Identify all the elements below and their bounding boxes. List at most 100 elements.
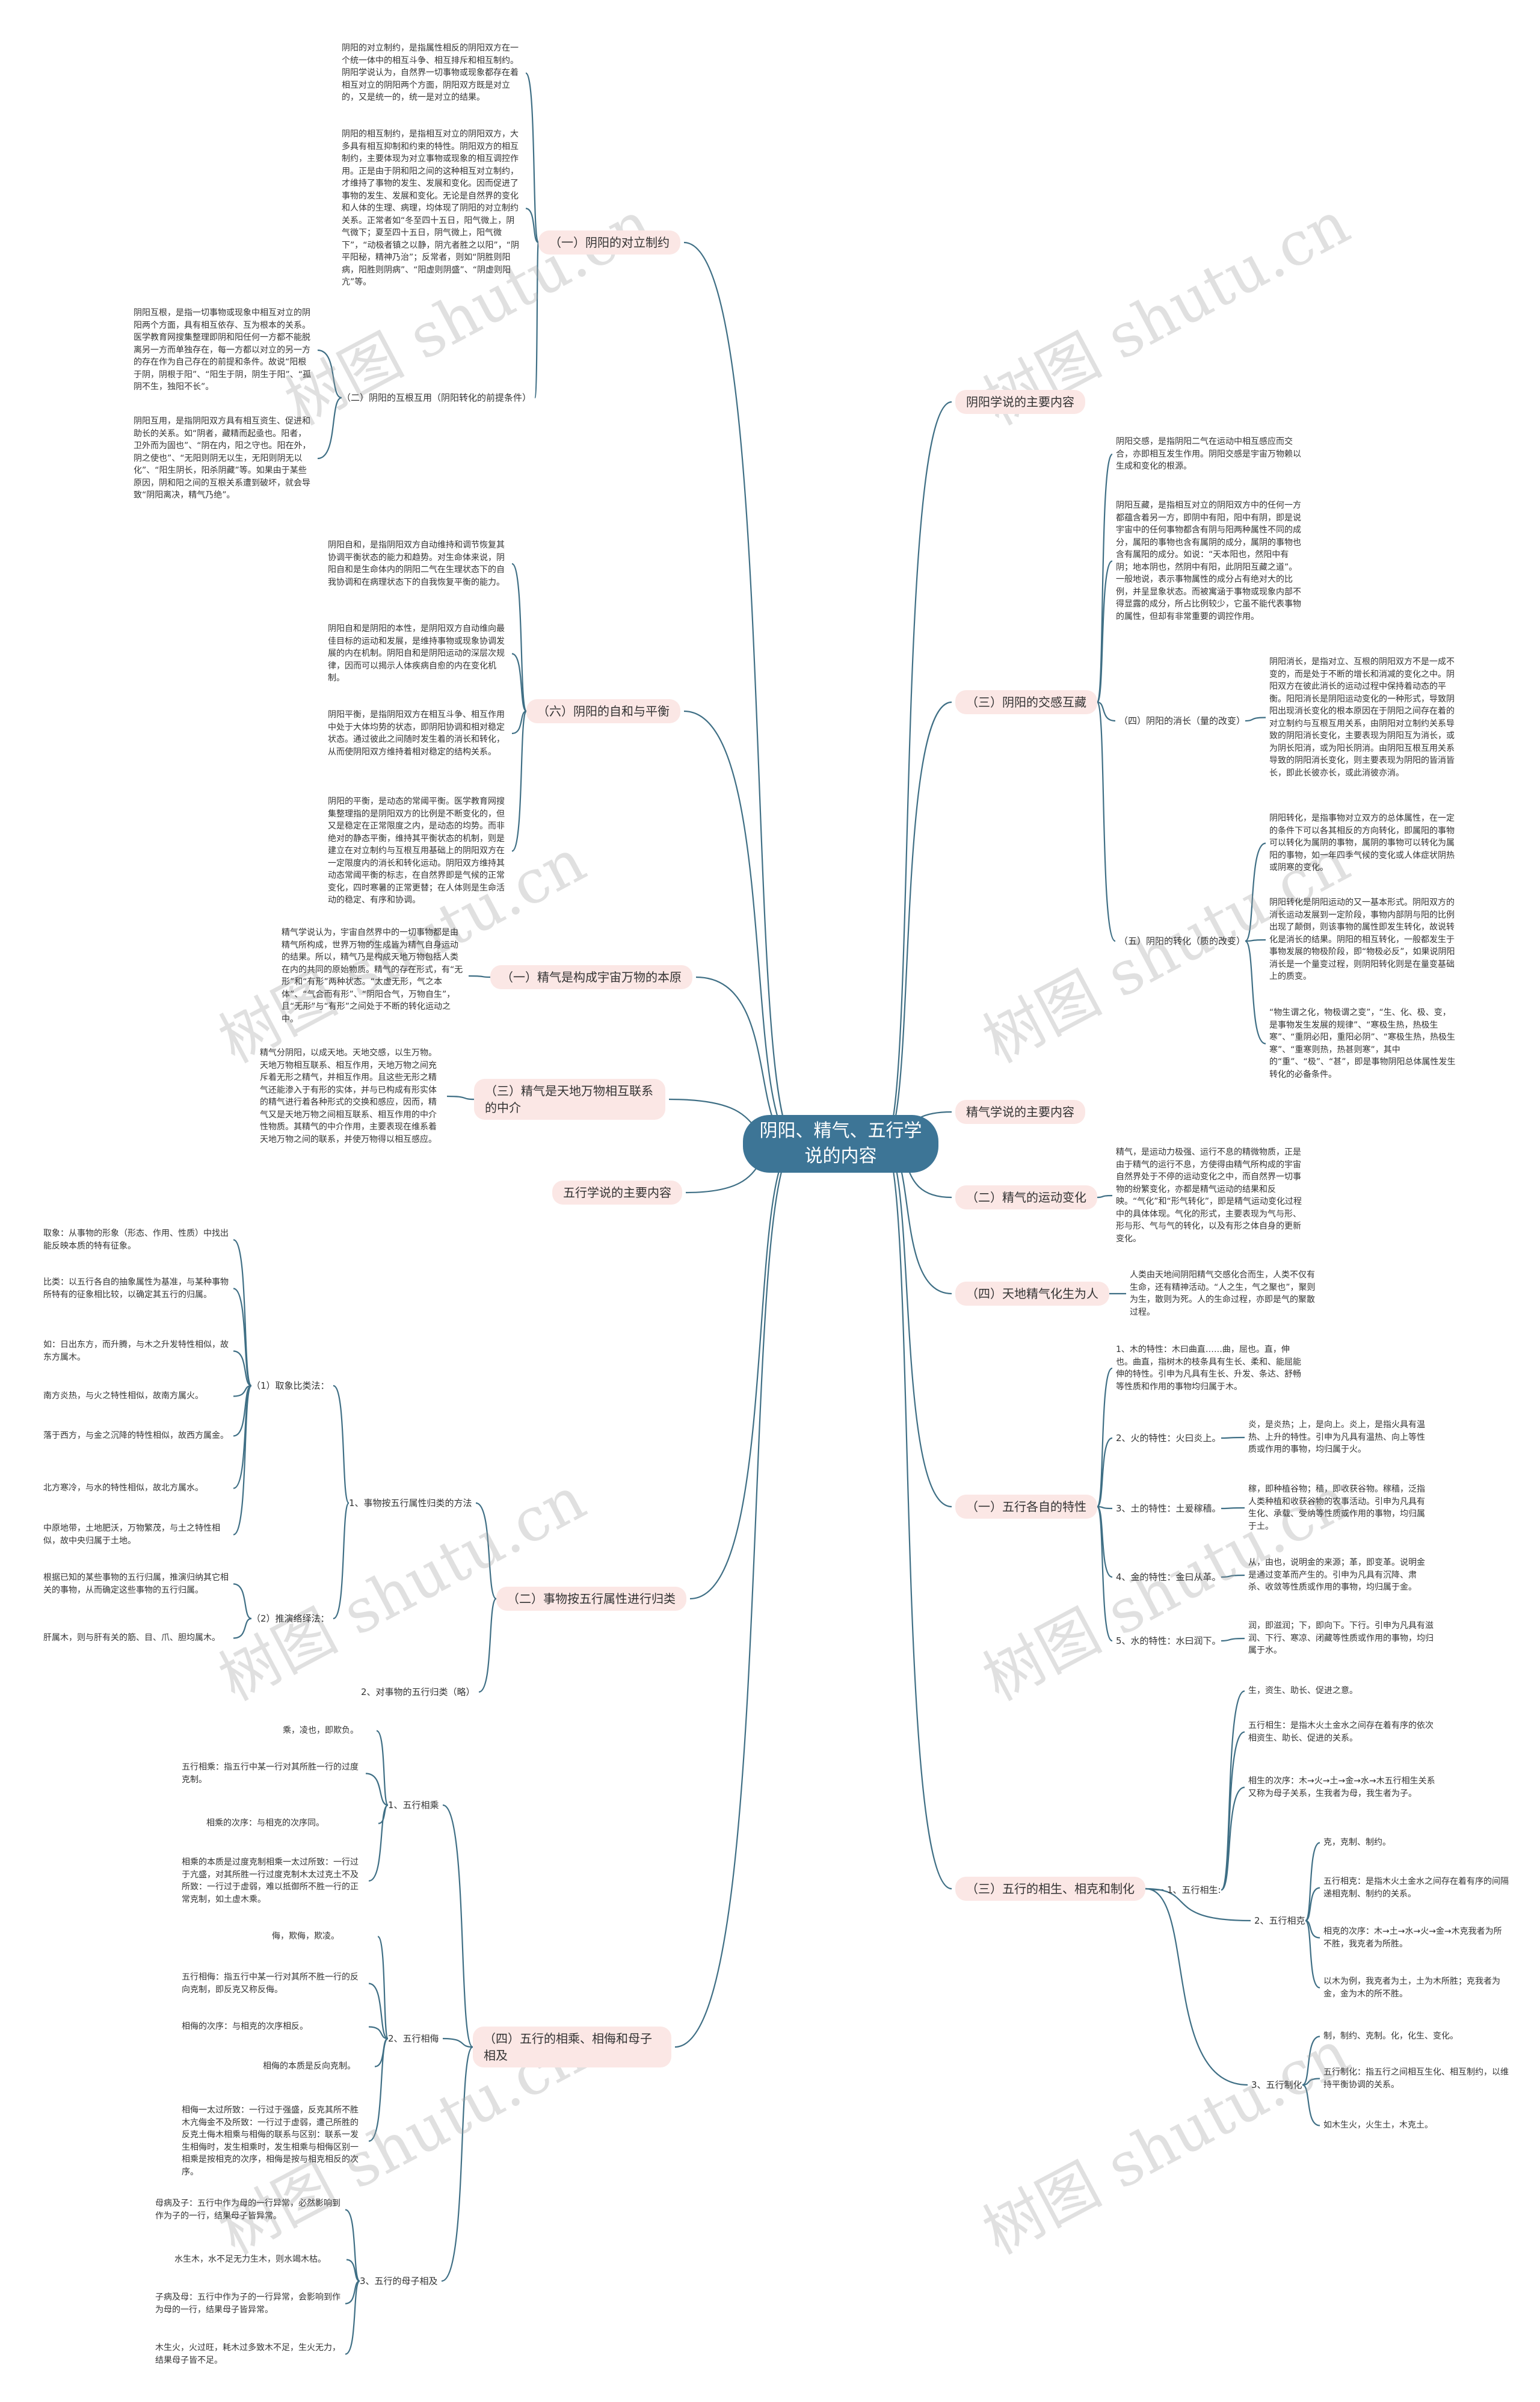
sub-xiangwu[interactable]: 2、五行相侮 (388, 2033, 439, 2044)
sub-mu[interactable]: 1、木的特性：木曰曲直……曲，屈也。直，伸也。曲直，指树木的枝条具有生长、柔和、… (1116, 1345, 1301, 1392)
sub-hugen[interactable]: （二）阴阳的互根互用（阴阳转化的前提条件） (342, 392, 532, 403)
text-qx-6: 北方寒冷，与水的特性相似，故北方属水。 (43, 1483, 203, 1493)
text-zihe-4: 阴阳的平衡，是动态的常阈平衡。医学教育网搜集整理指的是阴阳双方的比例是不断变化的… (328, 797, 505, 905)
text-duili-1: 阴阳的对立制约，是指属性相反的阴阳双方在一个统一体中的相互斗争、相互排斥和相互制… (342, 43, 519, 102)
connector-line (1145, 1888, 1251, 1922)
connector-line (233, 1288, 253, 1387)
text-tianren-1: 人类由天地间阴阳精气交感化合而生，人类不仅有生命，还有精神活动。“人之生，气之聚… (1130, 1270, 1316, 1317)
connector-line (1096, 1367, 1113, 1508)
text-ty-2: 肝属木，则与肝有关的筋、目、爪、胆均属木。 (43, 1633, 220, 1643)
connector-line (1096, 701, 1116, 942)
sub-shui[interactable]: 5、水的特性：水曰润下。 (1116, 1635, 1221, 1646)
connector-line (1097, 701, 1116, 722)
connector-line (1096, 453, 1113, 703)
sub-quxiang[interactable]: （1）取象比类法： (251, 1380, 330, 1391)
sub-muzi[interactable]: 3、五行的母子相及 (360, 2276, 438, 2286)
branch-jq-zhongjie[interactable]: （三）精气是天地万物相互联系的中介 (474, 1079, 665, 1120)
text-zh-1: 制，制约、克制。化，化生、变化。 (1323, 2031, 1458, 2041)
sub-xiangke[interactable]: 2、五行相克 (1254, 1915, 1305, 1926)
connector-line (511, 710, 528, 852)
text-zihe-1: 阴阳自和，是指阴阳双方自动维持和调节恢复其协调平衡状态的能力和趋势。对生命体来说… (328, 540, 505, 587)
sub-huo[interactable]: 2、火的特性：火曰炎上。 (1116, 1433, 1221, 1443)
branch-jingqi-main[interactable]: 精气学说的主要内容 (955, 1100, 1085, 1124)
text-qx-2: 比类：以五行各自的抽象属性为基准，与某种事物所特有的征象相比较，以确定其五行的归… (43, 1277, 229, 1300)
text-duili-2: 阴阳的相互制约，是指相互对立的阴阳双方，大多具有相互抑制和约束的特性。阴阳双方的… (342, 129, 520, 287)
connector-line (233, 1617, 252, 1639)
text-ty-1: 根据已知的某些事物的五行归属，推演归纳其它相关的事物，从而确定这些事物的五行归属… (43, 1573, 229, 1595)
text-xc-1: 乘，凌也，即欺负。 (283, 1726, 359, 1735)
branch-wx-texing[interactable]: （一）五行各自的特性 (955, 1495, 1097, 1519)
connector-line (233, 1385, 253, 1536)
text-zh-2: 五行制化：指五行之间相互生化、相互制约，以维持平衡协调的关系。 (1323, 2067, 1509, 2090)
connector-line (674, 1143, 798, 2048)
connector-line (368, 2037, 389, 2142)
connector-line (376, 1730, 389, 1806)
text-jiaogan-2: 阴阳互藏，是指相互对立的阴阳双方中的任何一方都蕴含着另一方，即阴中有阳，阳中有阴… (1116, 501, 1301, 622)
connector-line (346, 2259, 360, 2282)
sub-tu[interactable]: 3、土的特性：土爰稼穑。 (1116, 1503, 1221, 1514)
connector-line (1221, 1436, 1245, 1439)
branch-jq-benyuan[interactable]: （一）精气是构成宇宙万物的本原 (490, 965, 692, 989)
branch-yy-zihe[interactable]: （六）阴阳的自和与平衡 (526, 699, 680, 723)
connector-line (1221, 1786, 1245, 1891)
branch-wx-guilei[interactable]: （二）事物按五行属性进行归类 (496, 1587, 686, 1611)
sub-zhihua[interactable]: 3、五行制化 (1251, 2079, 1302, 2090)
connector-line (317, 397, 342, 460)
text-zhongjie-1: 精气分阴阳，以成天地。天地交感，以生万物。天地万物相互联系、相互作用，天地万物之… (260, 1048, 437, 1144)
connector-line (1245, 939, 1266, 942)
text-zhuanhua-2: 阴阳转化是阴阳运动的又一基本形式。阴阳双方的消长运动发展到一定阶段，事物内部阴与… (1269, 898, 1455, 981)
connector-line (233, 1583, 252, 1620)
connector-line (1097, 1505, 1113, 1510)
text-qx-1: 取象：从事物的形象（形态、作用、性质）中找出能反映本质的特有征象。 (43, 1229, 229, 1251)
branch-wx-chengwu[interactable]: （四）五行的相乘、相侮和母子相及 (473, 2027, 671, 2067)
text-jin-1: 从，由也，说明金的来源；革，即变革。说明金是通过变革而产生的。引申为凡具有沉降、… (1248, 1558, 1425, 1592)
connector-line (368, 2026, 389, 2040)
connector-line (345, 2209, 361, 2282)
connector-line (525, 72, 540, 244)
branch-jq-yundong[interactable]: （二）精气的运动变化 (955, 1185, 1097, 1209)
sub-jin[interactable]: 4、金的特性：金曰从革。 (1116, 1572, 1221, 1582)
branch-yinyang-main[interactable]: 阴阳学说的主要内容 (955, 390, 1085, 414)
sub-zhuanhua[interactable]: （五）阴阳的转化（质的改变） (1119, 936, 1246, 946)
connector-line (441, 2046, 473, 2282)
connector-line (511, 563, 528, 712)
sub-xiaozhang[interactable]: （四）阴阳的消长（量的改变） (1119, 715, 1246, 726)
connector-line (1096, 1437, 1113, 1508)
connector-line (442, 2037, 473, 2048)
text-huo-1: 炎，是炎热；上，是向上。炎上，是指火具有温热、上升的特性。引申为凡具有温热、向上… (1248, 1420, 1425, 1454)
branch-jq-tianren[interactable]: （四）天地精气化生为人 (955, 1282, 1109, 1306)
connector-line (1220, 1731, 1245, 1891)
sub-xiangcheng[interactable]: 1、五行相乘 (388, 1800, 439, 1811)
root-node[interactable]: 阴阳、精气、五行学说的内容 (743, 1115, 938, 1173)
connector-line (368, 1983, 389, 2040)
connector-line (511, 710, 527, 735)
text-yundong-1: 精气，是运动力极强、运行不息的精微物质，正是由于精气的运行不息，方使得由精气所构… (1116, 1147, 1302, 1244)
sub-tuiyan[interactable]: （2）推演络绎法： (251, 1613, 330, 1624)
text-xw-2: 五行相侮：指五行中某一行对其所不胜一行的反向克制，即反克又称反侮。 (182, 1972, 359, 1995)
branch-wx-shengke[interactable]: （三）五行的相生、相克和制化 (955, 1877, 1145, 1901)
text-xs-3: 相生的次序：木→火→土→金→水→木五行相生关系又称为母子关系，生我者为母，我生者… (1248, 1776, 1435, 1798)
sub-guilei-biao[interactable]: 2、对事物的五行归类（略） (361, 1687, 475, 1697)
branch-yy-duili[interactable]: （一）阴阳的对立制约 (538, 230, 680, 255)
text-mz-2: 水生木，水不足无力生木，则水竭木枯。 (174, 2255, 326, 2264)
text-shui-1: 润，即滋润；下，即向下。下行。引申为凡具有滋润、下行、寒凉、闭藏等性质或作用的事… (1248, 1621, 1434, 1655)
connector-line (365, 1773, 389, 1806)
text-xc-2: 五行相乘：指五行中某一行对其所胜一行的过度克制。 (182, 1762, 359, 1785)
connector-line (689, 1143, 798, 1600)
branch-yy-jiaogan[interactable]: （三）阴阳的交感互藏 (955, 690, 1097, 714)
text-zhuanhua-3: “物生谓之化，物极谓之变”，“生、化、极、变，是事物发生发展的规律”、“寒极生热… (1269, 1008, 1456, 1079)
text-zh-3: 如木生火，火生土，木克土。 (1323, 2120, 1433, 2130)
sub-guilei-fangfa[interactable]: 1、事物按五行属性归类的方法 (349, 1498, 472, 1508)
text-qx-3: 如：日出东方，而升腾，与木之升发特性相似，故东方属木。 (43, 1340, 229, 1362)
connector-line (233, 1350, 252, 1387)
sub-xiangsheng[interactable]: 1、五行相生: (1167, 1885, 1221, 1895)
text-xw-1: 侮，欺侮，欺凌。 (272, 1931, 339, 1941)
branch-wuxing-main[interactable]: 五行学说的主要内容 (552, 1181, 682, 1205)
connector-line (446, 1095, 475, 1101)
connector-line (368, 1804, 389, 1882)
connector-line (683, 241, 798, 1145)
connector-line (883, 1143, 952, 1890)
text-xw-4: 相侮的本质是反向克制。 (263, 2061, 356, 2071)
connector-line (1302, 2078, 1320, 2086)
text-zihe-3: 阴阳平衡，是指阴阳双方在相互斗争、相互作用中处于大体均势的状态，即阴阳协调和相对… (328, 710, 505, 757)
